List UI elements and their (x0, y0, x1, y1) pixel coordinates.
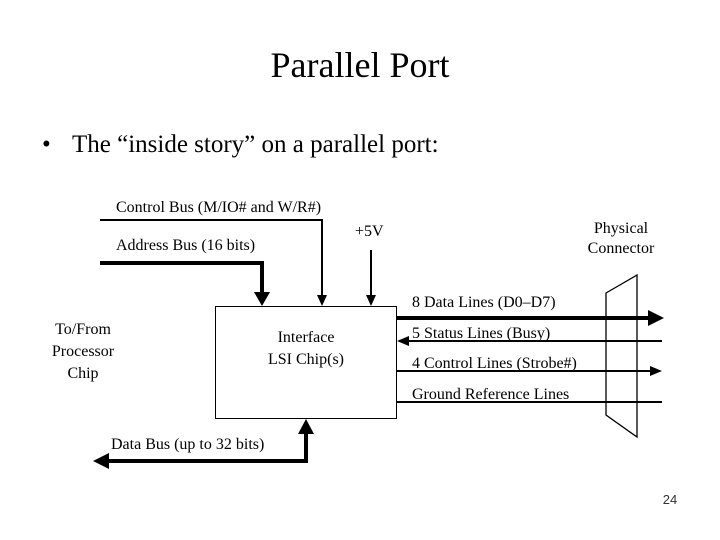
control-lines-arrowhead-icon (650, 366, 662, 376)
interface-chip-label-line1: Interface (277, 329, 335, 346)
address-bus-label: Address Bus (16 bits) (116, 237, 256, 254)
physical-connector-label: Physical Connector (564, 219, 678, 259)
bullet-icon: • (42, 131, 51, 158)
physical-connector-label-line2: Connector (587, 240, 655, 257)
page-title: Parallel Port (270, 45, 450, 85)
data-bus-left-arrowhead-icon (93, 453, 109, 469)
processor-label-line3: Chip (67, 365, 99, 382)
data-lines-label: 8 Data Lines (D0–D7) (412, 294, 556, 311)
bullet-item: • The “inside story” on a parallel port: (42, 128, 700, 162)
data-bus-up-arrowhead-icon (298, 419, 314, 434)
address-bus-line (100, 261, 264, 294)
interface-chip-label: Interface LSI Chip(s) (216, 327, 396, 371)
power-label: +5V (355, 223, 384, 240)
physical-connector-shape (605, 273, 638, 439)
processor-label-line1: To/From (55, 321, 111, 338)
power-arrowhead-icon (366, 295, 376, 306)
interface-chip-label-line2: LSI Chip(s) (268, 351, 344, 368)
control-bus-label: Control Bus (M/IO# and W/R#) (116, 199, 322, 216)
control-bus-line (100, 219, 323, 297)
status-lines-label: 5 Status Lines (Busy) (412, 325, 551, 342)
control-bus-arrowhead-icon (317, 295, 327, 306)
ground-lines-label: Ground Reference Lines (412, 386, 570, 403)
control-lines-label: 4 Control Lines (Strobe#) (412, 355, 577, 372)
interface-chip-box: Interface LSI Chip(s) (215, 306, 397, 419)
data-lines-arrowhead-icon (648, 310, 664, 326)
address-bus-arrowhead-icon (254, 292, 270, 306)
physical-connector-label-line1: Physical (593, 220, 649, 237)
status-lines-arrowhead-icon (397, 336, 409, 346)
page-number: 24 (662, 492, 678, 507)
processor-label-line2: Processor (51, 343, 115, 360)
data-bus-label: Data Bus (up to 32 bits) (111, 436, 265, 453)
bullet-text: The “inside story” on a parallel port: (72, 131, 439, 158)
processor-label: To/From Processor Chip (28, 319, 138, 385)
